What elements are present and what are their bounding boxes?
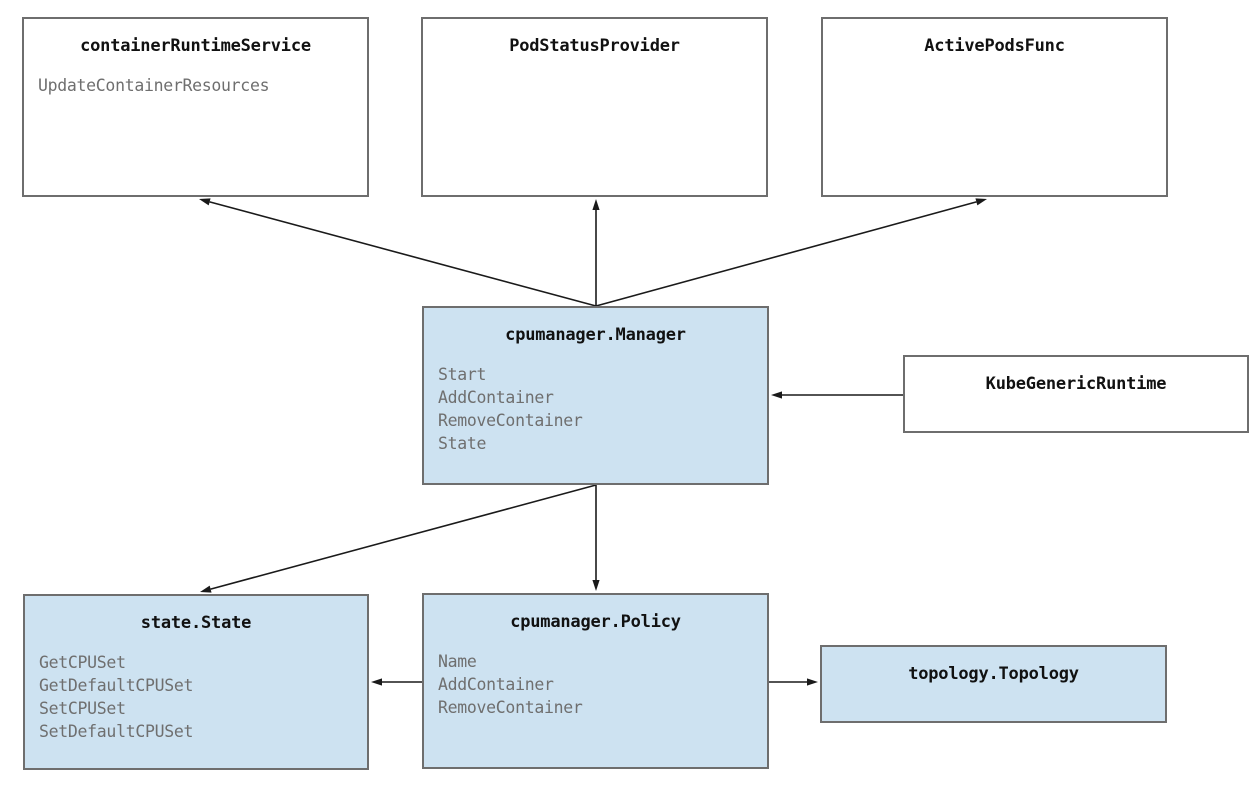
edge-manager-to-policy xyxy=(592,485,600,591)
edge-arrowhead xyxy=(592,580,600,591)
edge-arrowhead xyxy=(975,198,987,206)
class-node-title: containerRuntimeService xyxy=(80,36,311,56)
class-node-member: AddContainer xyxy=(438,388,554,407)
edge-manager-to-containerRuntimeService xyxy=(199,198,597,307)
edge-arrowhead xyxy=(807,678,818,686)
edge-manager-to-stateState xyxy=(200,484,597,593)
edge-kubeGenericRuntime-to-manager xyxy=(771,391,903,399)
class-node-member: SetDefaultCPUSet xyxy=(39,722,194,741)
class-node-title: state.State xyxy=(140,613,252,633)
class-node-member: Start xyxy=(438,365,487,384)
class-node-member: UpdateContainerResources xyxy=(38,76,270,95)
class-node-member: GetCPUSet xyxy=(39,653,126,672)
class-node-topologyTopology[interactable]: topology.Topology xyxy=(820,645,1167,723)
class-node-title: KubeGenericRuntime xyxy=(985,374,1167,394)
class-node-member: AddContainer xyxy=(438,675,554,694)
edge-arrowhead xyxy=(371,678,382,686)
class-node-member: RemoveContainer xyxy=(438,698,583,717)
class-node-title: ActivePodsFunc xyxy=(924,36,1065,56)
edge-line xyxy=(209,201,597,307)
class-node-member: SetCPUSet xyxy=(39,699,126,718)
class-node-member: GetDefaultCPUSet xyxy=(39,676,194,695)
edge-arrowhead xyxy=(592,199,600,210)
class-node-member: Name xyxy=(438,652,477,671)
edge-line xyxy=(210,484,597,590)
class-node-title: topology.Topology xyxy=(908,664,1079,684)
class-node-title: PodStatusProvider xyxy=(509,36,680,56)
edge-manager-to-podStatusProvider xyxy=(592,199,600,306)
edge-line xyxy=(595,201,977,307)
class-node-title: cpumanager.Policy xyxy=(510,612,681,632)
class-node-podStatusProvider[interactable]: PodStatusProvider xyxy=(421,17,768,197)
edge-arrowhead xyxy=(200,585,212,593)
class-node-activePodsFunc[interactable]: ActivePodsFunc xyxy=(821,17,1168,197)
class-node-members: UpdateContainerResources xyxy=(38,74,367,97)
edge-policy-to-stateState xyxy=(371,678,422,686)
edge-arrowhead xyxy=(771,391,782,399)
class-node-member: State xyxy=(438,434,487,453)
edge-arrowhead xyxy=(199,198,211,206)
edge-policy-to-topology xyxy=(769,678,818,686)
class-node-kubeGenericRuntime[interactable]: KubeGenericRuntime xyxy=(903,355,1249,433)
class-node-title: cpumanager.Manager xyxy=(505,325,686,345)
edge-manager-to-activePodsFunc xyxy=(595,198,987,307)
class-node-member: RemoveContainer xyxy=(438,411,583,430)
